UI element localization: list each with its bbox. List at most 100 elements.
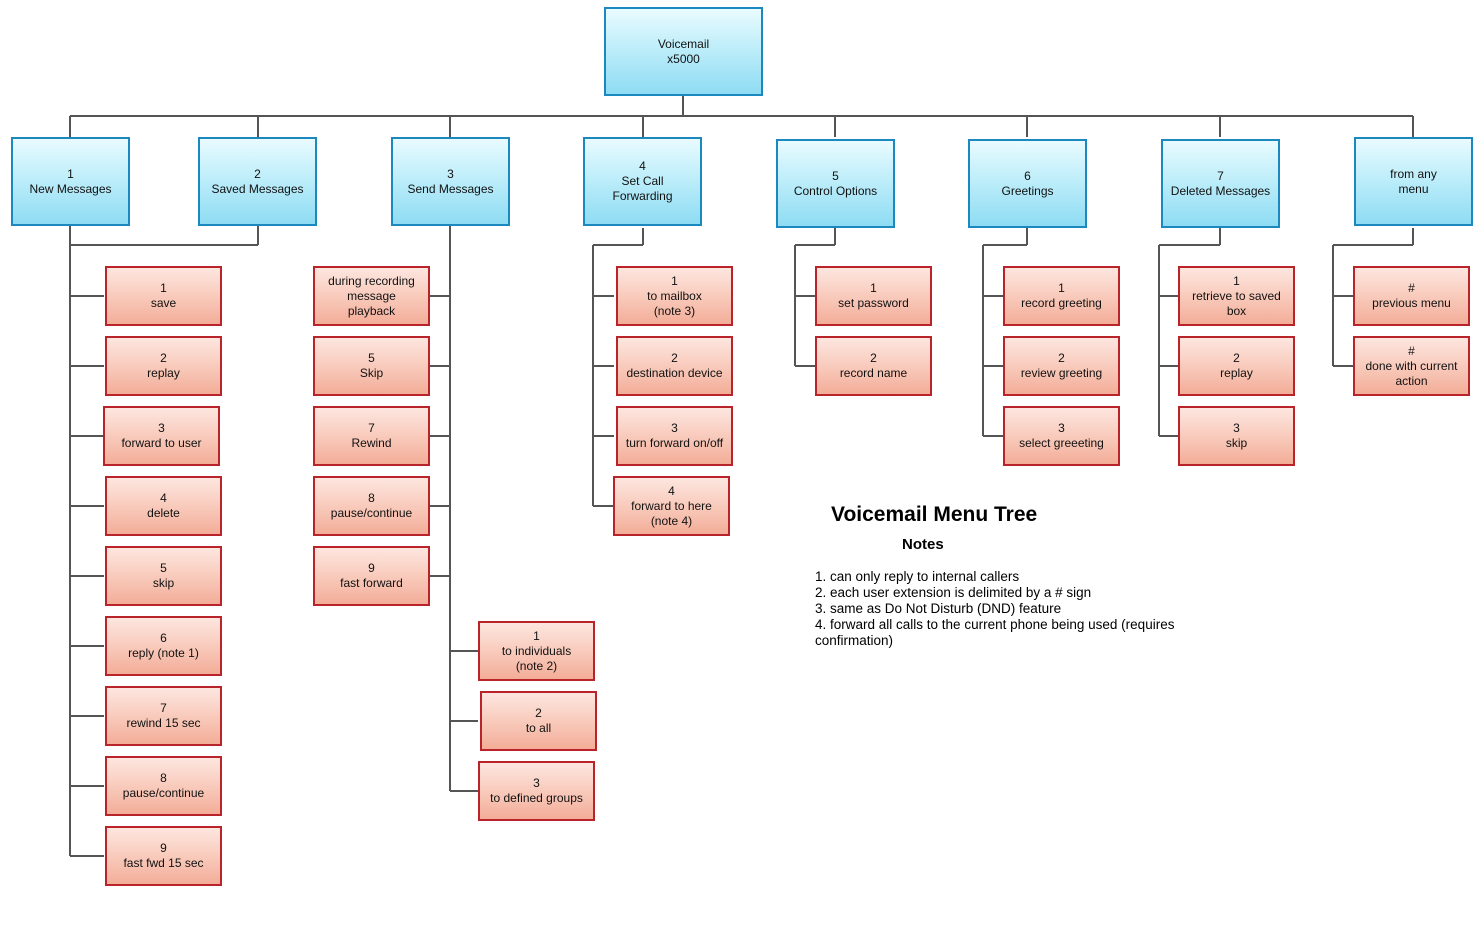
root-node-label-line: x5000	[667, 51, 700, 66]
notes-heading: Notes	[902, 536, 944, 553]
option-node-label-line: 1	[533, 628, 540, 643]
option-node-label-line: playback	[347, 303, 396, 318]
option-node-label-line: (note 2)	[515, 658, 558, 673]
option-node-label-line: Rewind	[351, 436, 392, 450]
note-item: 4. forward all calls to the current phon…	[815, 617, 1175, 648]
option-node-label-line: fast forward	[340, 576, 403, 590]
option-node-label-line: reply (note 1)	[128, 646, 199, 660]
option-node-label-line: retrieve to saved	[1192, 288, 1281, 303]
option-node-label-line: done with current	[1365, 358, 1458, 373]
option-node-label-line: during recording	[328, 273, 415, 288]
root-node-label-line: Voicemail	[657, 36, 710, 51]
option-node-label-line: 7	[160, 701, 167, 715]
option-node-label-line: 2	[870, 351, 877, 365]
option-node-label-line: 2	[1233, 351, 1240, 365]
note-item: 1. can only reply to internal callers	[815, 569, 1020, 584]
option-node-label-line: record name	[839, 366, 908, 380]
option-node-label-line: delete	[147, 506, 180, 520]
option-node-label-line: 3	[533, 776, 540, 790]
option-node-label-line: replay	[1220, 366, 1253, 380]
menu-node-label-line: 3	[447, 166, 454, 181]
option-node-label-line: set password	[838, 296, 909, 310]
notes-list: 1. can only reply to internal callers 2.…	[815, 569, 1235, 649]
option-node-label-line: 1	[1233, 273, 1240, 288]
menu-node-label-line: 6	[1024, 168, 1031, 183]
menu-node-label-line: 5	[832, 168, 839, 183]
option-node-label-line: 3	[1058, 421, 1065, 435]
option-node-label-line: forward to here	[631, 498, 712, 513]
menu-node-label-line: menu	[1398, 181, 1429, 196]
option-node-label-line: 1	[671, 273, 678, 288]
option-node-label-line: 5	[160, 561, 167, 575]
option-node-label-line: 4	[668, 483, 675, 498]
menu-node-label-line: 7	[1217, 168, 1224, 183]
menu-node-label-line: Saved Messages	[211, 181, 304, 196]
option-node-label-line: turn forward on/off	[625, 436, 724, 450]
menu-node-label-line: Send Messages	[407, 181, 494, 196]
option-node-label-line: #	[1408, 343, 1415, 358]
option-node-label-line: (note 3)	[653, 303, 696, 318]
option-node-previous-menu[interactable]: #previous menu	[1353, 266, 1470, 326]
option-node-label-line: to all	[525, 721, 552, 735]
option-node-label-line: forward to user	[121, 436, 202, 450]
option-node-label-line: message	[347, 288, 396, 303]
option-node-label-line: 4	[160, 491, 167, 505]
option-node-label-line: 6	[160, 631, 167, 645]
option-node-label-line: 7	[368, 421, 375, 435]
menu-node-label-line: New Messages	[29, 181, 112, 196]
option-node-label-line: box	[1226, 303, 1247, 318]
diagram-title: Voicemail Menu Tree	[831, 503, 1038, 526]
option-node-label-line: fast fwd 15 sec	[123, 856, 204, 870]
option-node-label-line: 2	[535, 706, 542, 720]
note-item: 3. same as Do Not Disturb (DND) feature	[815, 601, 1062, 616]
menu-node-label-line: from any	[1390, 166, 1437, 181]
option-node-label-line: rewind 15 sec	[126, 716, 201, 730]
option-node-label-line: 3	[1233, 421, 1240, 435]
option-node-label-line: #	[1408, 281, 1415, 295]
option-node-label-line: action	[1395, 373, 1428, 388]
menu-node-label-line: 1	[67, 166, 74, 181]
menu-node-label-line: Deleted Messages	[1170, 183, 1271, 198]
